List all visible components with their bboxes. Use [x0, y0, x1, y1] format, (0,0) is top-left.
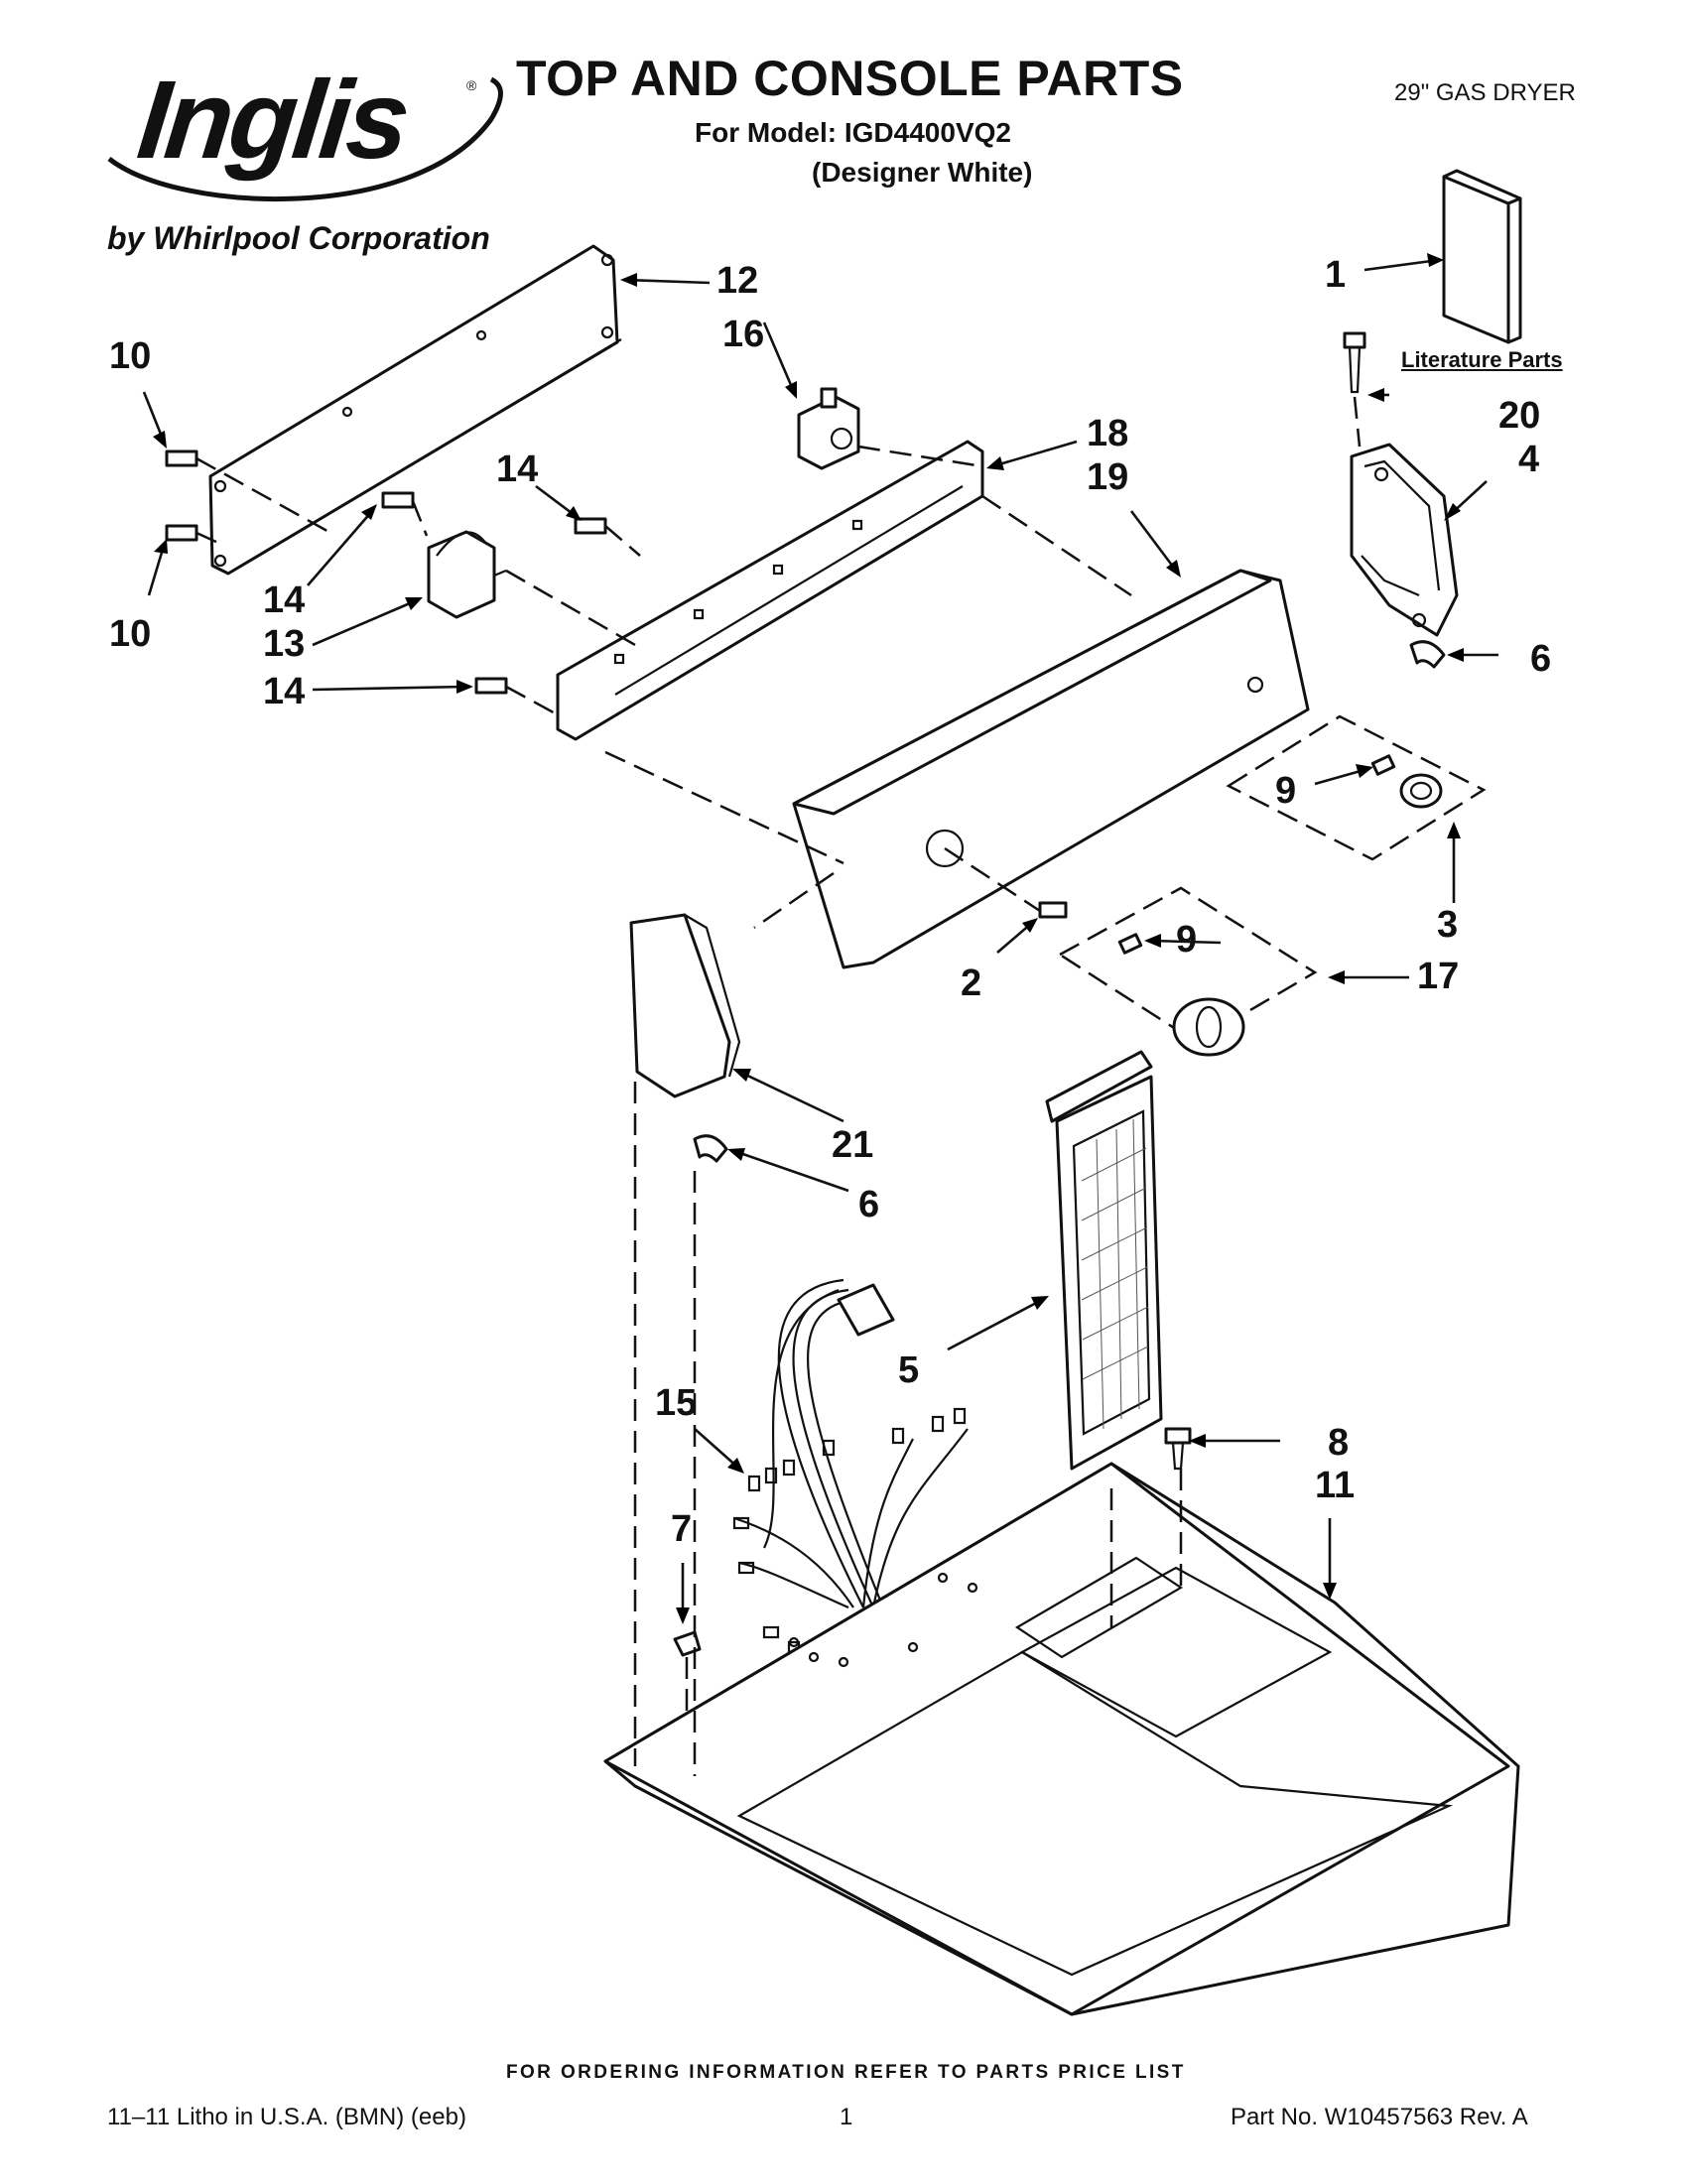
part-15-wire-harness: [732, 1278, 969, 1658]
brand-subtitle: by Whirlpool Corporation: [107, 220, 490, 256]
part-13-timer: [427, 530, 507, 619]
callout-9-lower: 9: [1176, 919, 1198, 961]
part-21-end-cap: [629, 913, 741, 1098]
model-line: For Model: IGD4400VQ2: [695, 117, 1011, 148]
logo-swoosh: [107, 76, 503, 202]
callout-6-left: 6: [858, 1184, 880, 1225]
part-10-screw-upper: [165, 450, 333, 536]
callout-6-right: 6: [1530, 638, 1552, 680]
callout-5: 5: [898, 1349, 920, 1391]
assembly-dashed-lines: [505, 445, 1183, 1776]
part-4-bracket: [1350, 443, 1459, 637]
part-5-lint-screen: [1045, 1050, 1163, 1471]
callout-15: 15: [655, 1382, 698, 1424]
part-16-control: [797, 387, 860, 470]
part-number: Part No. W10457563 Rev. A: [1231, 2104, 1528, 2130]
part-6-clip-left: [693, 1134, 728, 1163]
callout-19: 19: [1087, 456, 1129, 498]
callout-12: 12: [716, 260, 759, 302]
part-8-screw: [1164, 1427, 1192, 1471]
callout-2: 2: [961, 963, 982, 1004]
callout-14-b: 14: [263, 579, 306, 621]
part-14-screw-b: [574, 517, 641, 557]
callout-21: 21: [832, 1124, 874, 1166]
part-19-console: [792, 569, 1310, 969]
literature-parts-label: Literature Parts: [1401, 347, 1563, 372]
print-info: 11–11 Litho in U.S.A. (BMN) (eeb): [107, 2104, 466, 2130]
callout-8: 8: [1328, 1422, 1350, 1464]
part-14-screw-c: [474, 677, 562, 718]
callout-14-c: 14: [263, 671, 306, 712]
part-11-top-panel: [603, 1462, 1520, 2016]
callout-10-upper: 10: [109, 335, 152, 377]
part-6-clip-right: [1409, 640, 1446, 669]
product-type: 29" GAS DRYER: [1394, 79, 1576, 106]
part-20-screw: [1343, 331, 1366, 448]
callout-14-a: 14: [496, 449, 539, 490]
part-2-screw: [944, 846, 1068, 919]
part-10-screw-lower: [165, 524, 221, 546]
callout-16: 16: [722, 314, 765, 355]
part-12-bracket: [208, 244, 622, 576]
leader-lines: [142, 253, 1498, 1624]
part-1-literature: [1442, 169, 1522, 344]
callout-11: 11: [1315, 1465, 1356, 1506]
part-17-knob-group: [1057, 886, 1318, 1057]
callout-1: 1: [1325, 254, 1347, 296]
callout-4: 4: [1518, 439, 1540, 480]
part-3-knob-group: [1226, 714, 1487, 861]
ordering-note: FOR ORDERING INFORMATION REFER TO PARTS …: [506, 2062, 1186, 2083]
callout-18: 18: [1087, 413, 1129, 454]
callout-10-lower: 10: [109, 613, 152, 655]
page-title: TOP AND CONSOLE PARTS: [516, 51, 1184, 106]
callout-17: 17: [1417, 956, 1460, 997]
callout-3: 3: [1437, 904, 1459, 946]
registered-mark: ®: [466, 77, 477, 93]
callout-20: 20: [1498, 395, 1541, 437]
model-variant: (Designer White): [812, 157, 1033, 188]
part-18-support: [556, 440, 984, 741]
callout-13: 13: [263, 623, 306, 665]
part-14-screw-a: [381, 491, 429, 537]
callout-9-upper: 9: [1275, 770, 1297, 812]
page-number: 1: [840, 2104, 853, 2130]
callout-7: 7: [671, 1508, 693, 1550]
